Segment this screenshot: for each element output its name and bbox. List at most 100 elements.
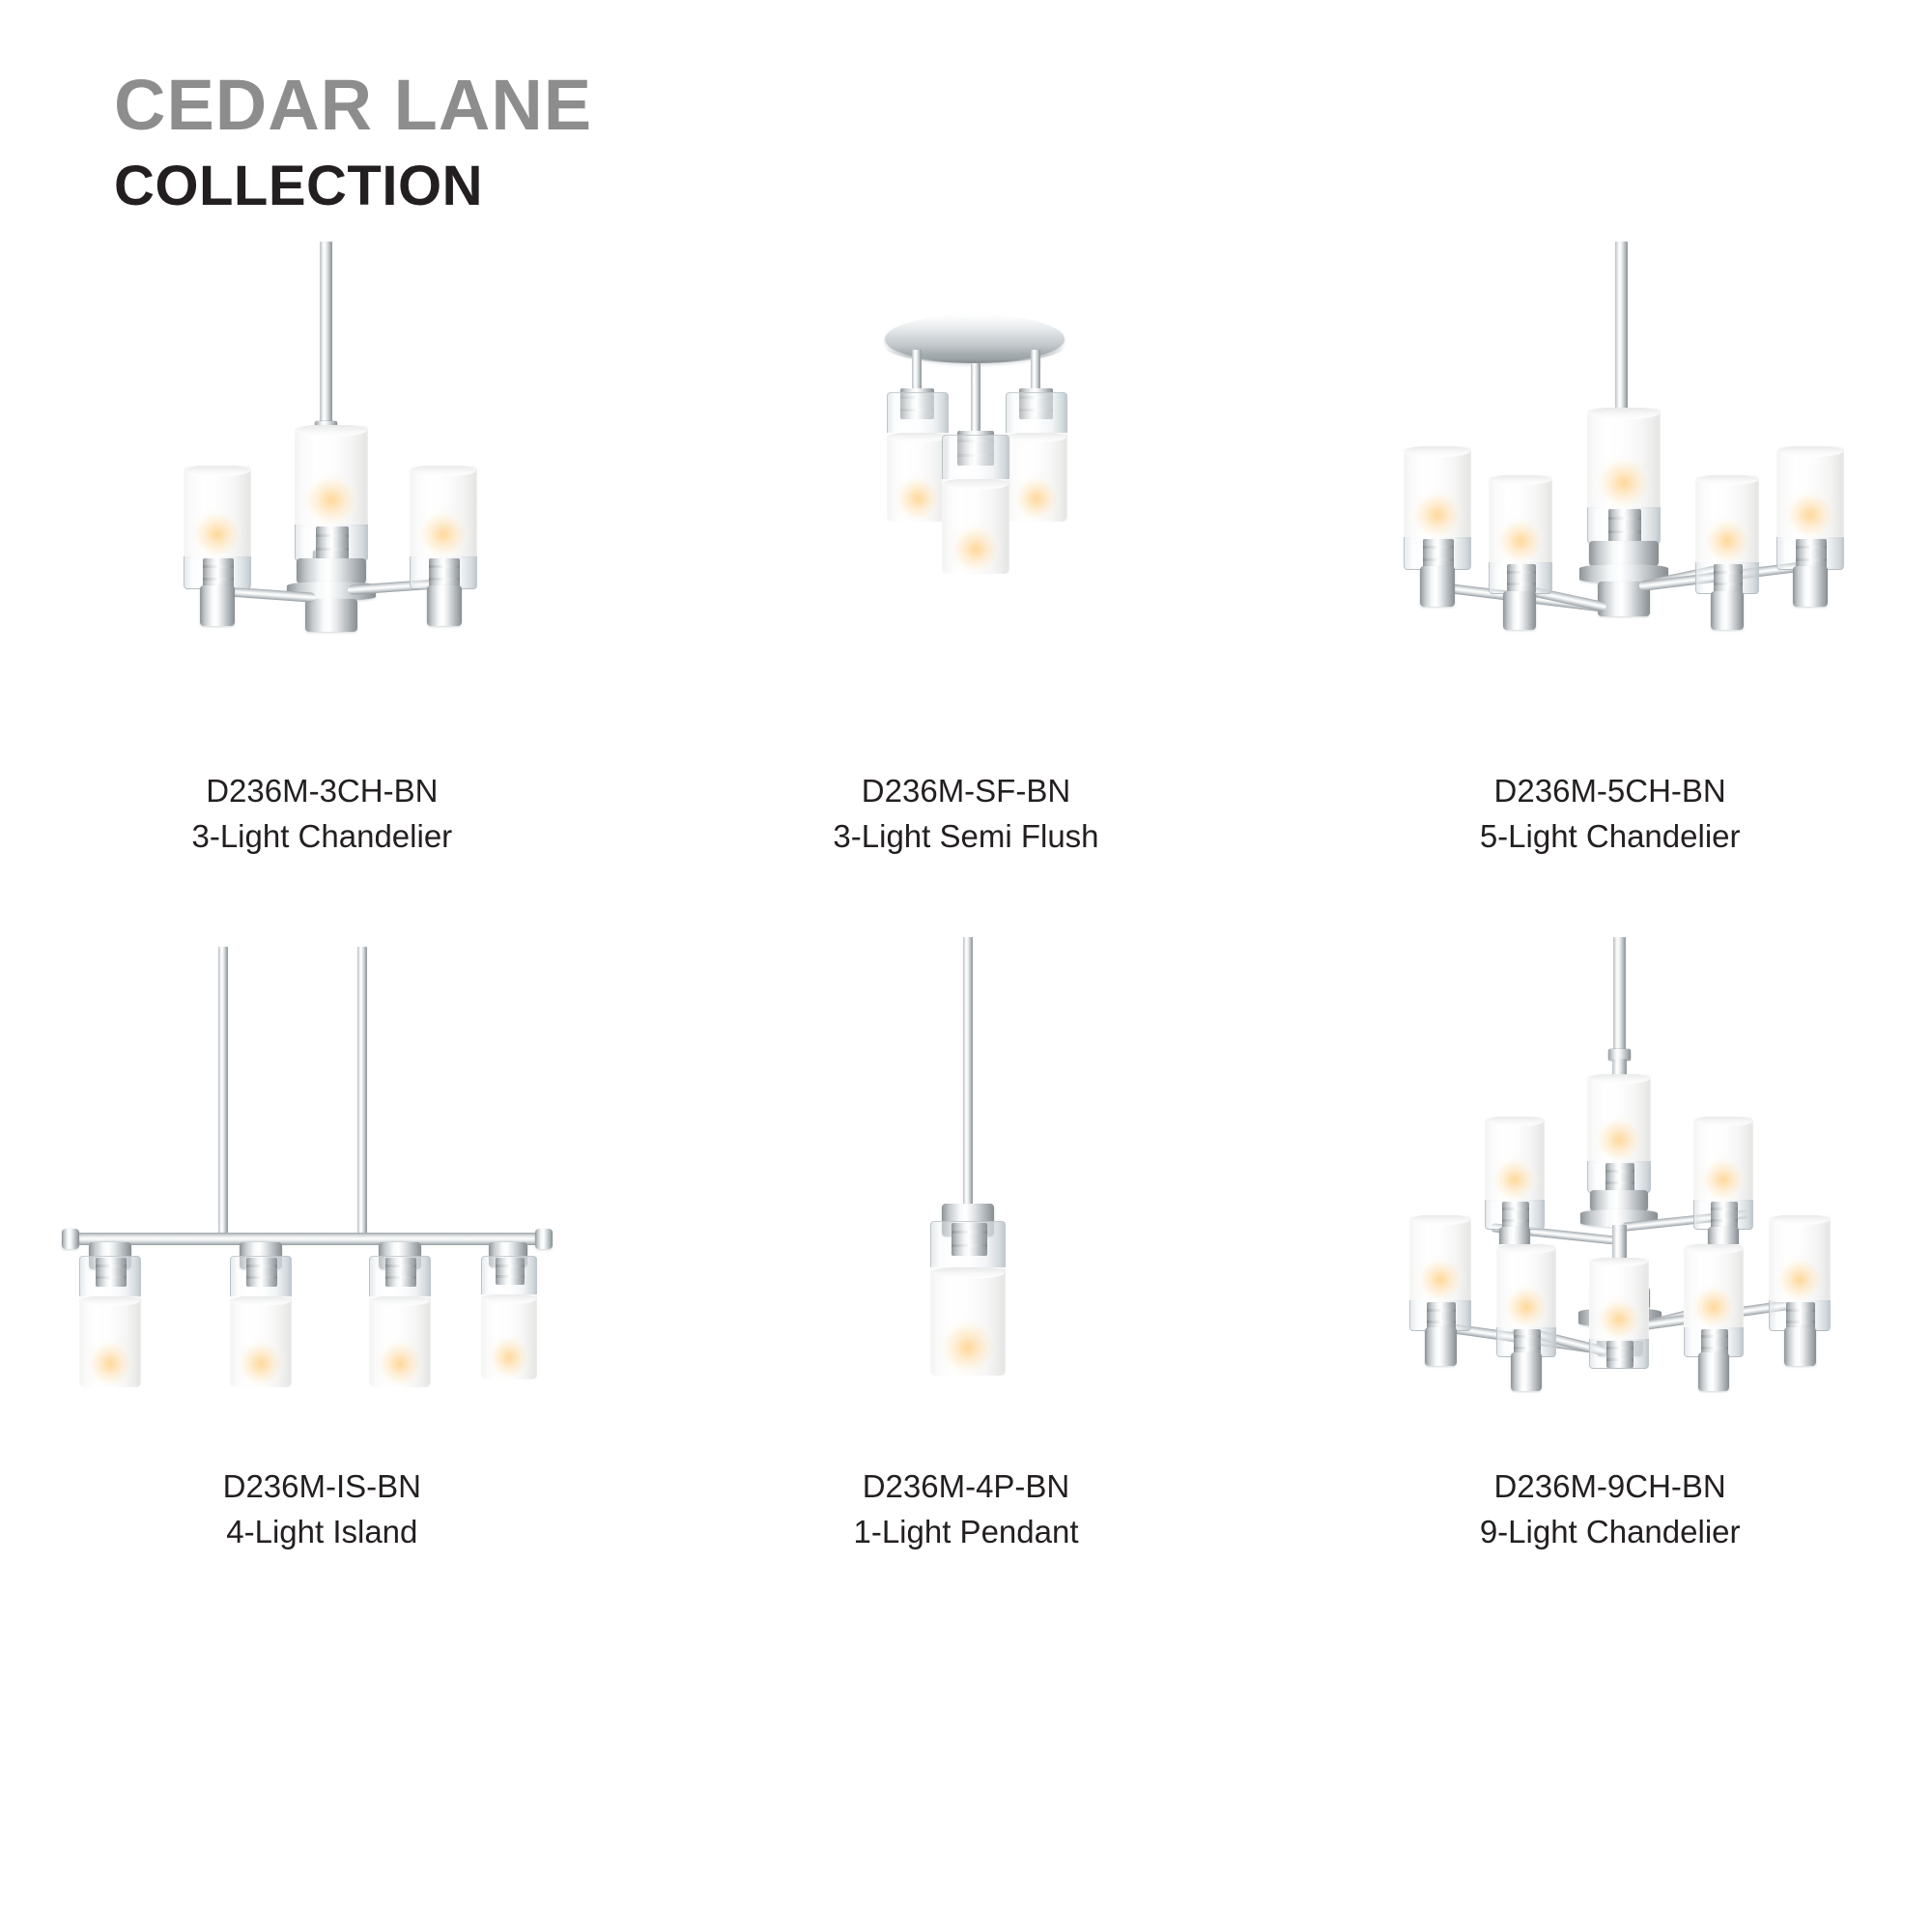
drop-rod [970,363,980,437]
product-description: 3-Light Chandelier [191,817,453,854]
product-caption: D236M-3CH-BN 3-Light Chandelier [191,769,452,860]
socket-cup [1605,1163,1635,1192]
product-description: 4-Light Island [226,1513,418,1549]
glass-shade [1776,446,1845,539]
clear-glass-band [886,392,949,435]
clear-glass-band [1409,1300,1472,1331]
socket-cup [1606,1341,1634,1368]
rod-collar [1608,1049,1632,1061]
product-caption: D236M-SF-BN 3-Light Semi Flush [833,769,1098,860]
product-card-4p[interactable]: D236M-4P-BN 1-Light Pendant [644,937,1289,1633]
glass-shade [410,466,477,558]
product-sku: D236M-5CH-BN [1493,773,1726,809]
product-image-is [0,937,644,1459]
socket-cup [203,558,234,588]
product-card-sf[interactable]: D236M-SF-BN 3-Light Semi Flush [644,242,1289,937]
arm-riser [1425,1327,1458,1366]
socket-cup [1701,1329,1729,1356]
clear-glass-band [1776,537,1845,570]
clear-glass-band [1587,507,1662,544]
socket-cup [1507,564,1537,593]
product-card-3ch[interactable]: D236M-3CH-BN 3-Light Chandelier [0,242,644,937]
clear-glass-band [369,1256,431,1298]
glass-shade [1496,1244,1557,1329]
socket-cup [1786,1302,1816,1330]
product-card-5ch[interactable]: D236M-5CH-BN 5-Light Chandelier [1288,242,1932,937]
page-header: CEDAR LANE COLLECTION [114,70,592,214]
center-body [305,599,357,632]
socket-cup [1796,539,1828,569]
product-image-3ch [0,242,644,763]
glass-shade [1769,1215,1832,1302]
arm-riser [1784,1327,1817,1366]
socket-cup [1502,1202,1530,1229]
glass-shade [1409,1215,1472,1302]
clear-glass-band [1404,537,1472,570]
product-description: 9-Light Chandelier [1479,1513,1741,1549]
product-sku: D236M-3CH-BN [206,773,439,809]
socket-cup [496,1258,525,1285]
product-caption: D236M-9CH-BN 9-Light Chandelier [1480,1464,1741,1555]
glass-shade [941,479,1009,574]
center-hub [297,558,366,583]
downrod [1613,937,1627,1053]
product-description: 5-Light Chandelier [1479,817,1741,854]
clear-glass-band [184,556,251,589]
glass-shade [929,1267,1006,1376]
drop-rod [911,350,922,394]
clear-glass-band [941,435,1009,481]
clear-glass-band [1693,1200,1754,1230]
product-image-5ch [1288,242,1932,763]
suspension-rod-right [357,947,367,1236]
glass-shade [1693,1117,1754,1202]
clear-glass-band [1684,1327,1745,1357]
clear-glass-band [295,525,368,561]
socket-cup [1714,564,1744,593]
product-card-9ch[interactable]: D236M-9CH-BN 9-Light Chandelier [1288,937,1932,1633]
glass-shade [79,1296,141,1387]
product-sku: D236M-IS-BN [222,1468,422,1504]
bar-end-right [535,1229,553,1249]
drop-rod [1030,350,1040,394]
upper-hub [1590,1190,1649,1211]
clear-glass-band [410,556,477,589]
arm-riser [1698,1352,1730,1391]
product-image-9ch [1288,937,1932,1459]
clear-glass-band [481,1256,537,1296]
bar-end-left [62,1229,79,1249]
clear-glass-band [1485,1200,1546,1230]
suspension-rod-left [218,947,228,1236]
collection-subtitle: COLLECTION [114,155,483,217]
product-description: 1-Light Pendant [853,1513,1079,1549]
product-description: 3-Light Semi Flush [833,817,1099,854]
product-grid: D236M-3CH-BN 3-Light Chandelier [0,242,1932,1633]
arm-riser [1793,566,1829,607]
arm-riser-right [427,585,462,626]
socket-cup [429,558,460,588]
downrod [1615,242,1629,415]
clear-glass-band [1769,1300,1832,1331]
glass-shade [1695,475,1760,564]
clear-glass-band [1496,1327,1557,1357]
downrod [320,242,332,425]
glass-shade [230,1296,292,1387]
socket-cup [96,1258,127,1287]
glass-shade [184,466,251,558]
product-sku: D236M-4P-BN [862,1468,1070,1504]
socket-cup [1427,1302,1457,1330]
socket-cup [1608,509,1642,542]
clear-glass-band [1589,1339,1650,1369]
socket-cup [316,526,349,559]
socket-cup [1711,1202,1739,1229]
glass-shade [1587,1074,1652,1163]
product-card-is[interactable]: D236M-IS-BN 4-Light Island [0,937,644,1633]
product-sku: D236M-9CH-BN [1493,1468,1726,1504]
island-bar [66,1233,549,1245]
clear-glass-band [1587,1161,1652,1193]
glass-shade [369,1296,431,1387]
glass-shade [1684,1244,1745,1329]
product-caption: D236M-4P-BN 1-Light Pendant [853,1464,1078,1555]
socket-cup [1514,1329,1542,1356]
clear-glass-band [1489,562,1553,594]
socket-cup [1423,539,1455,569]
